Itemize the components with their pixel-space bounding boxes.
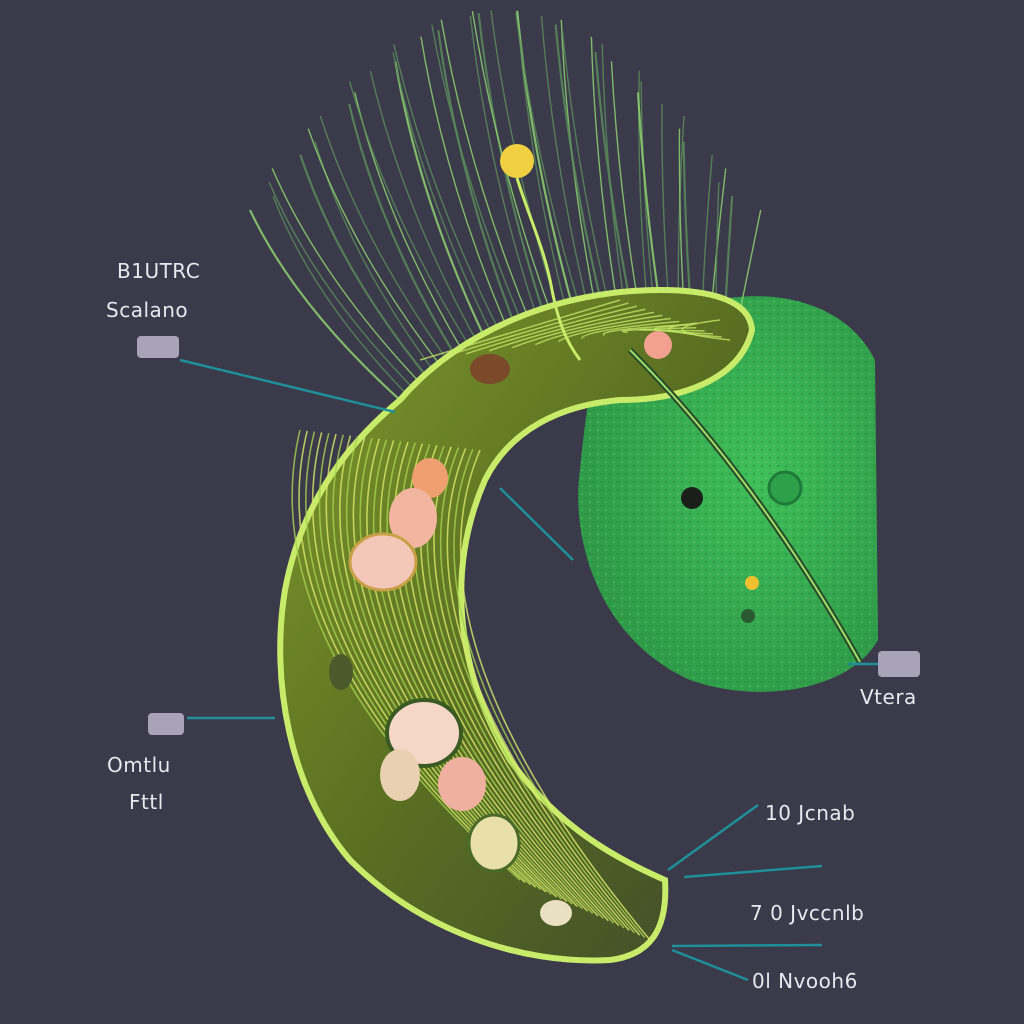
groove-edge — [629, 349, 861, 663]
label-top-left-line2: Scalano — [106, 298, 189, 322]
crest-fiber — [554, 24, 607, 320]
crest-fiber — [540, 15, 592, 319]
inner-fiber — [638, 328, 705, 332]
inner-fiber — [305, 431, 531, 886]
inner-fiber — [453, 448, 646, 939]
leader-line — [179, 358, 396, 414]
inner-fiber — [681, 319, 731, 341]
inner-fiber — [488, 308, 646, 352]
organelle — [540, 900, 572, 926]
inner-fiber — [291, 429, 521, 881]
inner-fiber — [512, 311, 654, 349]
inner-fiber — [654, 325, 714, 335]
leader-line — [683, 864, 823, 879]
leader-line — [499, 487, 574, 561]
inner-fiber — [580, 320, 680, 339]
leader-line — [671, 948, 749, 982]
label-right-middle: Vtera — [860, 685, 917, 709]
organelle — [329, 654, 353, 690]
label-right-lower-1: 10 Jcnab — [765, 801, 856, 825]
inner-fiber — [465, 305, 638, 355]
organelle — [385, 698, 463, 768]
crest-fiber — [437, 30, 519, 333]
crest-fiber — [319, 115, 452, 367]
label-left-lower-line1: Omtlu — [107, 753, 171, 777]
inner-fiber — [535, 314, 663, 346]
inner-fiber — [379, 440, 589, 912]
inner-fiber — [668, 322, 722, 338]
crest-fiber — [561, 30, 614, 321]
leader-line — [667, 803, 759, 872]
crest-fiber — [601, 44, 629, 323]
inner-fiber — [311, 432, 537, 888]
crest-fiber — [268, 181, 416, 391]
crest-fiber — [249, 209, 401, 401]
label-top-left-line1: B1UTRC — [117, 259, 201, 283]
inner-fiber — [386, 440, 594, 915]
crest-fiber — [420, 36, 511, 335]
crest-fiber — [469, 15, 540, 326]
crest-fiber — [348, 81, 474, 353]
inner-fiber — [621, 326, 697, 334]
crest-fiber — [307, 128, 445, 371]
leader-line — [671, 943, 823, 948]
organelle — [438, 757, 486, 811]
crest-fiber — [590, 36, 621, 322]
label-marker — [148, 713, 184, 735]
crest-fiber — [271, 168, 423, 386]
inner-fiber — [558, 317, 671, 343]
organelle — [389, 488, 437, 548]
organelle — [412, 458, 448, 498]
inner-fibers — [291, 299, 731, 941]
label-marker — [137, 336, 179, 358]
label-right-lower-2: 7 0 Jvccnlb — [750, 901, 865, 925]
label-marker — [878, 651, 920, 677]
inner-fiber — [602, 323, 688, 337]
label-right-lower-3: 0l Nvooh6 — [752, 969, 858, 993]
organelle — [348, 532, 418, 592]
fibrous-crest — [249, 10, 762, 401]
organelle — [470, 354, 510, 384]
inner-fiber — [419, 299, 621, 361]
organelle — [500, 144, 534, 178]
crest-fiber — [314, 141, 438, 376]
crest-fiber — [440, 19, 533, 328]
inner-fiber — [446, 448, 641, 936]
crest-fiber — [392, 52, 496, 342]
crest-fiber — [515, 12, 585, 319]
inner-fiber — [318, 432, 542, 891]
crest-fiber — [393, 44, 504, 339]
label-left-lower-line2: Fttl — [129, 790, 164, 814]
crest-fiber — [431, 24, 526, 330]
inner-fiber — [459, 449, 651, 941]
organelles — [329, 144, 672, 926]
inner-fiber — [433, 446, 630, 931]
leader-lines — [179, 358, 878, 982]
organelle — [380, 749, 420, 801]
organelle — [644, 331, 672, 359]
inner-fiber — [442, 302, 629, 358]
inner-fiber — [439, 447, 636, 934]
crest-fiber — [394, 61, 489, 346]
crest-fiber — [348, 103, 460, 362]
stalk — [515, 177, 582, 361]
crest-fiber — [299, 154, 431, 381]
organelle — [467, 813, 521, 873]
inner-fiber — [298, 430, 526, 883]
crest-fiber — [369, 70, 482, 349]
crest-fiber — [272, 195, 408, 396]
